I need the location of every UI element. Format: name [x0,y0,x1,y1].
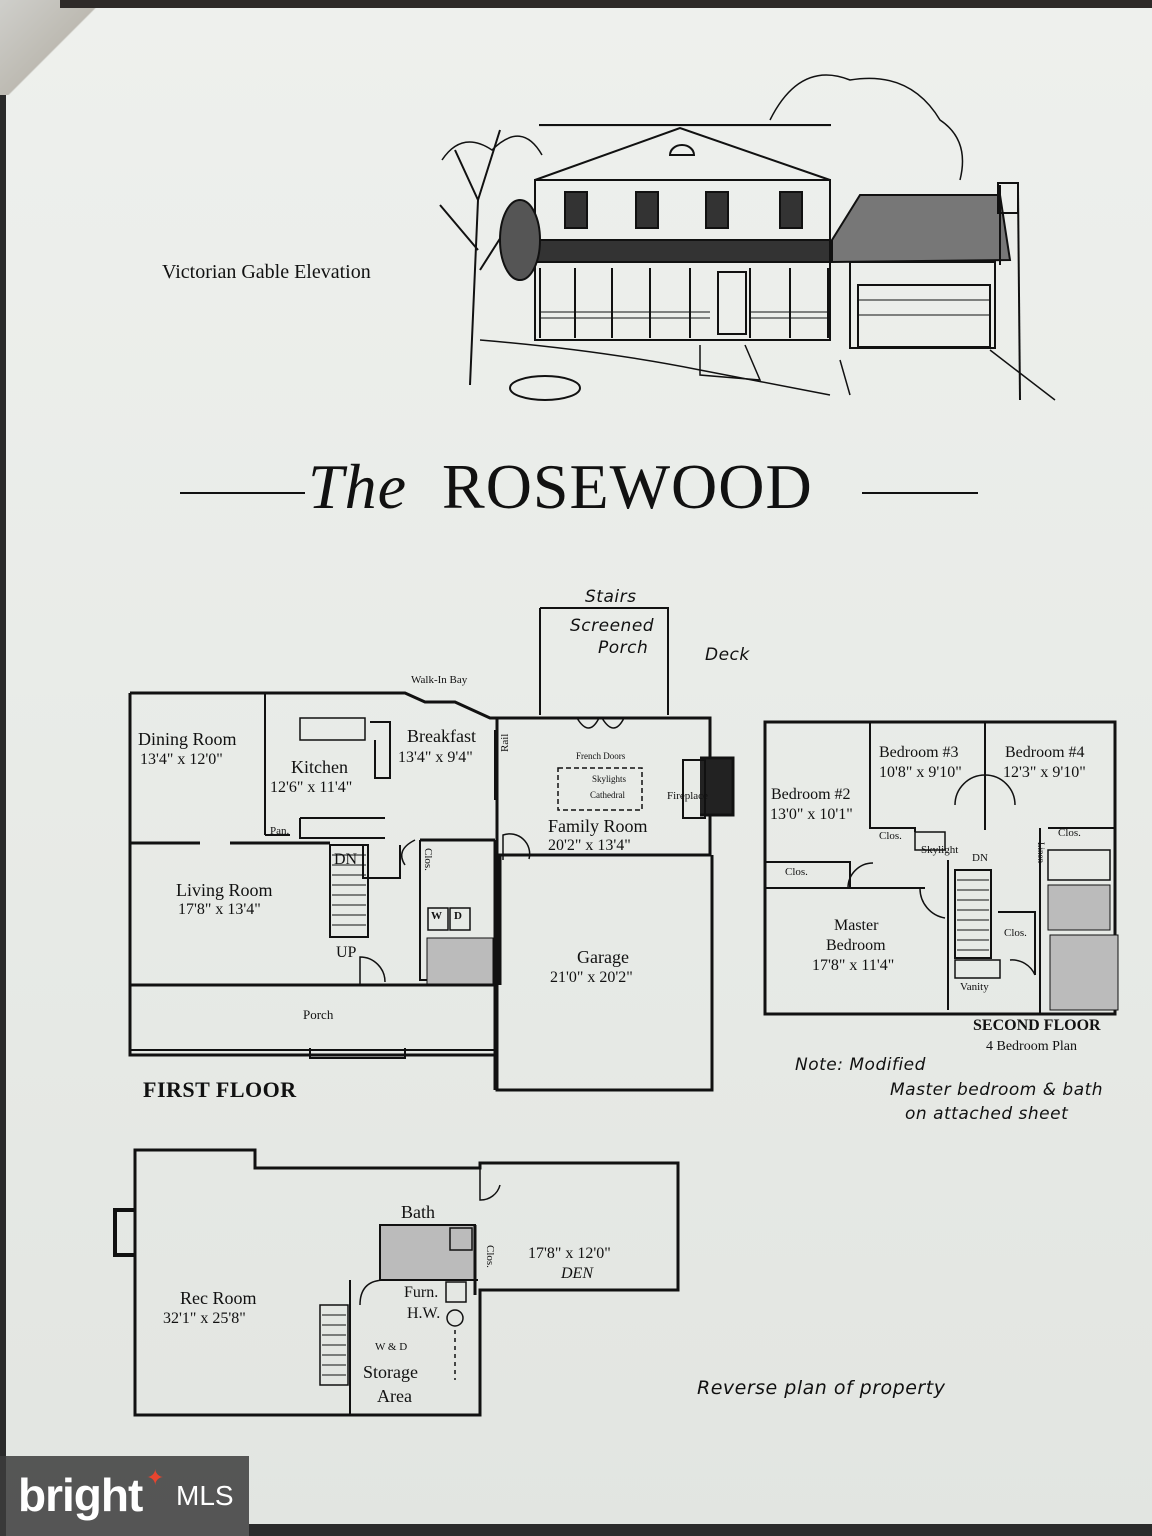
plan-title: The ROSEWOOD [308,450,813,524]
bath-label: Bath [401,1202,435,1222]
pantry-label: Pan. [270,825,290,837]
garage-name: Garage [577,947,629,967]
tree-right [769,74,964,181]
title-rule-right [862,492,978,494]
basement-walls [113,1148,680,1417]
second-floor-sublabel: 4 Bedroom Plan [986,1039,1077,1054]
title-prefix: The [308,451,407,522]
handwritten-porch: Porch [598,638,649,658]
kitchen-name: Kitchen [291,757,348,777]
linen-label: Linen [1036,842,1046,863]
walk-in-bay-label: Walk-In Bay [411,674,468,686]
furnace-label: Furn. [404,1284,439,1301]
bedroom2-name: Bedroom #2 [771,786,851,803]
first-floor-label: FIRST FLOOR [143,1077,297,1102]
second-floor-walls [763,720,1119,1016]
bedroom4-name: Bedroom #4 [1005,744,1085,761]
kitchen-dims: 12'6" x 11'4" [270,779,353,796]
handwritten-screened: Screened [570,616,655,636]
master-bedroom-name-2: Bedroom [826,937,886,954]
bright-mls-watermark: bright ✦ MLS [0,1456,249,1536]
dining-room-dims: 13'4" x 12'0" [140,751,223,768]
living-room-name: Living Room [176,880,273,900]
rec-room-name: Rec Room [180,1288,257,1308]
master-closet-label: Clos. [1004,927,1027,939]
washer-label: W [431,910,442,922]
first-floor-walls [128,607,735,1092]
second-floor-dn-label: DN [972,852,988,864]
handwritten-note-line2: Master bedroom & bath [890,1080,1104,1100]
porch-label: Porch [303,1007,334,1022]
handwritten-note-line3: on attached sheet [905,1104,1069,1124]
den-name: DEN [561,1265,593,1282]
watermark-suffix: MLS [176,1480,234,1511]
page-corner-curl [0,0,110,95]
handwritten-reverse-plan: Reverse plan of property [697,1377,946,1399]
bedroom4-dims: 12'3" x 9'10" [1003,764,1086,781]
water-heater-label: H.W. [407,1305,441,1322]
handwritten-stairs: Stairs [585,587,637,607]
master-bedroom-name-1: Master [834,917,879,934]
bedroom3-name: Bedroom #3 [879,744,959,761]
bed4-closet-label: Clos. [1058,827,1081,839]
title-name: ROSEWOOD [442,451,813,522]
stairs-down-label: DN [334,851,358,868]
breakfast-dims: 13'4" x 9'4" [398,749,473,766]
rail-label: Rail [499,733,511,752]
skylight-label: Skylight [921,844,959,856]
storage-area-line1: Storage [363,1362,418,1382]
fireplace-label: Fireplace [667,790,708,802]
cathedral-label: Cathedral [590,790,625,800]
skylights-label: Skylights [592,774,627,784]
master-bedroom-dims: 17'8" x 11'4" [812,957,895,974]
top-edge-shadow [60,0,1152,8]
french-doors-label: French Doors [576,751,626,761]
breakfast-name: Breakfast [407,726,476,746]
dining-room-name: Dining Room [138,729,237,749]
handwritten-note-line1: Note: Modified [795,1055,926,1075]
storage-area-line2: Area [377,1386,412,1406]
family-room-name: Family Room [548,816,648,836]
bedroom2-dims: 13'0" x 10'1" [770,806,853,823]
handwritten-deck: Deck [705,645,750,665]
den-dims: 17'8" x 12'0" [528,1245,611,1262]
left-edge-shadow [0,95,6,1536]
title-rule-left [180,492,305,494]
closet-label: Clos. [422,848,434,871]
second-floor-label: SECOND FLOOR [973,1017,1101,1034]
rec-room-dims: 32'1" x 25'8" [163,1310,246,1327]
garage-dims: 21'0" x 20'2" [550,969,633,986]
den-closet-label: Clos. [484,1245,496,1268]
vanity-label: Vanity [960,981,989,993]
washer-dryer-label: W & D [375,1341,408,1353]
watermark-brand: bright [18,1469,143,1521]
watermark-star-icon: ✦ [146,1466,165,1491]
bed3-closet-label: Clos. [879,830,902,842]
dryer-label: D [454,910,462,922]
living-room-dims: 17'8" x 13'4" [178,901,261,918]
stairs-up-label: UP [336,944,357,961]
bedroom3-dims: 10'8" x 9'10" [879,764,962,781]
bottom-edge-shadow [249,1524,1152,1536]
tree-left [439,129,516,386]
bed2-closet-label: Clos. [785,866,808,878]
family-room-dims: 20'2" x 13'4" [548,837,631,854]
elevation-label: Victorian Gable Elevation [162,261,371,283]
